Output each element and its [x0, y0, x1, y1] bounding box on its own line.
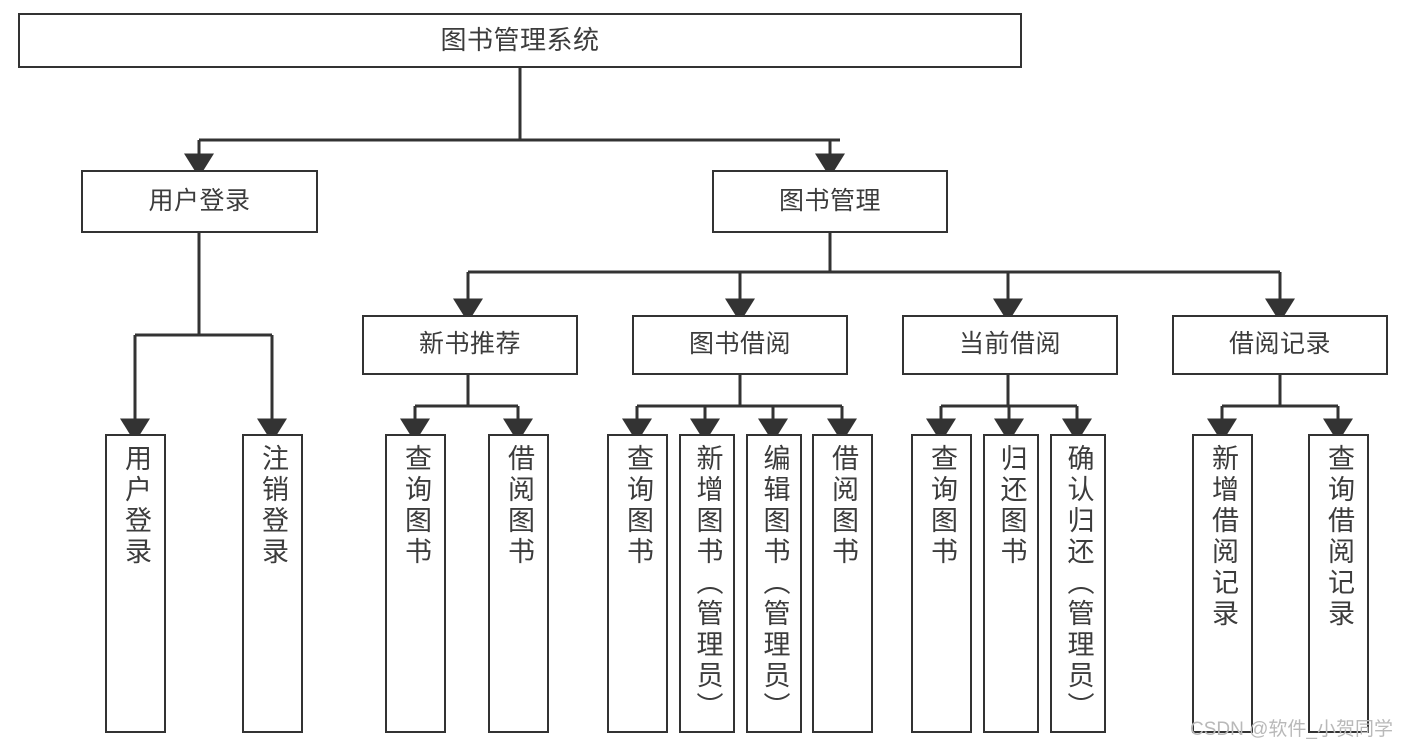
node-new-book-recommend-label: 新书推荐 [418, 330, 521, 359]
node-leaf-edit-book-label: 编辑图书（管理员） [759, 444, 790, 723]
node-current-borrow[interactable]: 当前借阅 [902, 315, 1118, 375]
node-leaf-add-record-label: 新增借阅记录 [1208, 444, 1238, 630]
csdn-watermark: CSDN @软件_小贺同学 [1190, 719, 1393, 740]
node-leaf-return-book[interactable]: 归还图书 [983, 434, 1039, 733]
node-leaf-confirm-return[interactable]: 确认归还（管理员） [1050, 434, 1106, 733]
node-borrow-record[interactable]: 借阅记录 [1172, 315, 1388, 375]
node-new-book-recommend[interactable]: 新书推荐 [362, 315, 578, 375]
node-leaf-add-book-label: 新增图书（管理员） [692, 444, 723, 723]
node-leaf-query-book-2-label: 查询图书 [623, 444, 653, 568]
node-root[interactable]: 图书管理系统 [18, 13, 1022, 68]
node-leaf-query-record-label: 查询借阅记录 [1324, 444, 1354, 630]
node-leaf-borrow-book-2[interactable]: 借阅图书 [812, 434, 873, 733]
node-leaf-user-login-label: 用户登录 [121, 444, 151, 568]
node-root-label: 图书管理系统 [440, 25, 600, 56]
node-borrow-record-label: 借阅记录 [1228, 330, 1331, 359]
node-leaf-query-book-3-label: 查询图书 [927, 444, 957, 568]
node-leaf-query-book-1-label: 查询图书 [401, 444, 431, 568]
node-book-manage-label: 图书管理 [778, 186, 881, 215]
node-book-borrow-label: 图书借阅 [688, 330, 791, 359]
node-leaf-add-book[interactable]: 新增图书（管理员） [679, 434, 735, 733]
node-leaf-query-book-1[interactable]: 查询图书 [385, 434, 446, 733]
node-leaf-query-book-2[interactable]: 查询图书 [607, 434, 668, 733]
node-leaf-borrow-book-1-label: 借阅图书 [504, 444, 534, 568]
node-user-login-label: 用户登录 [148, 186, 251, 215]
node-book-manage[interactable]: 图书管理 [712, 170, 948, 233]
node-leaf-return-book-label: 归还图书 [996, 444, 1027, 568]
node-user-login[interactable]: 用户登录 [81, 170, 318, 233]
node-leaf-logout-login[interactable]: 注销登录 [242, 434, 303, 733]
node-book-borrow[interactable]: 图书借阅 [632, 315, 848, 375]
node-leaf-query-record[interactable]: 查询借阅记录 [1308, 434, 1369, 733]
node-leaf-query-book-3[interactable]: 查询图书 [911, 434, 972, 733]
node-leaf-logout-login-label: 注销登录 [258, 444, 288, 568]
node-leaf-user-login[interactable]: 用户登录 [105, 434, 166, 733]
node-leaf-add-record[interactable]: 新增借阅记录 [1192, 434, 1253, 733]
node-current-borrow-label: 当前借阅 [958, 330, 1061, 359]
node-leaf-confirm-return-label: 确认归还（管理员） [1063, 444, 1094, 723]
node-leaf-borrow-book-1[interactable]: 借阅图书 [488, 434, 549, 733]
node-leaf-borrow-book-2-label: 借阅图书 [828, 444, 858, 568]
node-leaf-edit-book[interactable]: 编辑图书（管理员） [746, 434, 802, 733]
